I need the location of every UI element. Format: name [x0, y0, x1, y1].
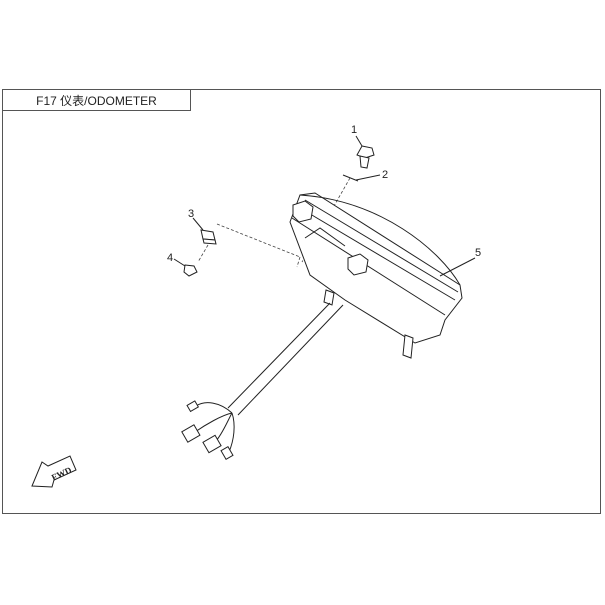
callout-3: 3: [188, 208, 194, 220]
title-text: F17 仪表/ODOMETER: [36, 93, 157, 108]
fwd-arrow-icon: FWD: [31, 455, 77, 488]
diagram-title: F17 仪表/ODOMETER: [2, 89, 191, 111]
part-1-bolt: [355, 135, 375, 169]
callout-2: 2: [382, 169, 388, 181]
part-2-washer: [342, 174, 381, 182]
callout-5: 5: [475, 247, 481, 259]
callout-4: 4: [167, 252, 173, 264]
wire-harness: [181, 302, 344, 461]
part-4-nut: [173, 258, 198, 277]
callout-1: 1: [351, 124, 357, 136]
part-5-odometer: [289, 192, 476, 359]
part-3-grommet: [192, 217, 217, 245]
drawing-frame: [2, 89, 601, 514]
